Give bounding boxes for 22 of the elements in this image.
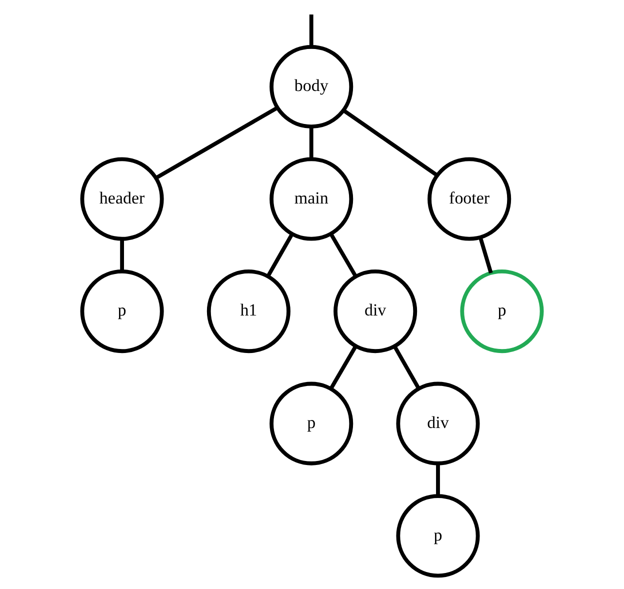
node-circle: div	[334, 270, 418, 354]
node-circle: p	[270, 382, 354, 466]
connector	[155, 106, 278, 180]
connector	[120, 239, 124, 272]
node-circle: p	[460, 270, 544, 354]
node-circle: body	[270, 44, 354, 129]
connector	[393, 346, 420, 390]
node-circle: p	[396, 494, 480, 578]
node-circle: main	[270, 157, 354, 241]
node-circle: p	[80, 270, 164, 354]
connector	[266, 233, 294, 278]
connector	[478, 236, 493, 274]
connector	[329, 232, 358, 278]
node-circle: div	[396, 382, 480, 466]
node-circle: h1	[206, 270, 290, 354]
connector	[342, 108, 438, 177]
connector	[309, 127, 314, 159]
node-circle: footer	[428, 157, 512, 241]
node-circle: header	[80, 157, 164, 241]
connector	[436, 464, 440, 496]
connector	[309, 14, 314, 47]
connector	[329, 345, 358, 390]
